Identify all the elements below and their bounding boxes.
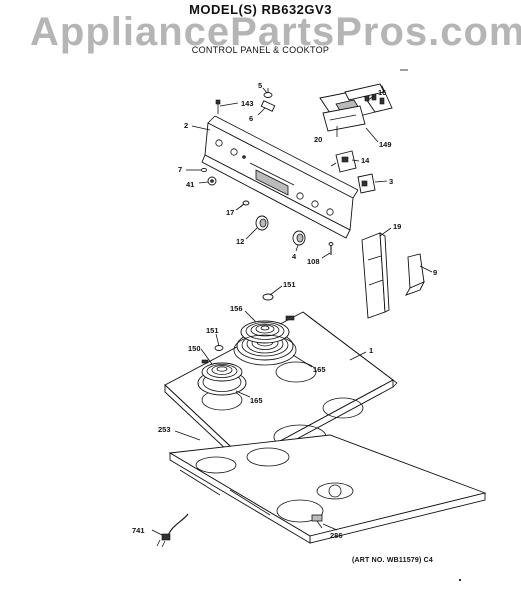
- callout-253: 253: [158, 425, 171, 434]
- insert-7: [201, 167, 207, 173]
- edge-marks: [400, 69, 462, 582]
- surface-unit-150: [197, 359, 247, 396]
- knob-12: [255, 215, 269, 231]
- callout-20: 20: [314, 135, 322, 144]
- bracket-9: [405, 253, 425, 296]
- burner-box-253: [168, 434, 487, 544]
- callout-149: 149: [379, 140, 392, 149]
- section-title: CONTROL PANEL & COOKTOP: [191, 45, 330, 55]
- callout-labels: 143 5 6 2 7 41 17 12 4 108 16 20 149 14 …: [132, 81, 437, 540]
- clip-108: [328, 242, 334, 255]
- callout-156: 156: [230, 304, 243, 313]
- callout-150: 150: [188, 344, 201, 353]
- screw-143: [215, 99, 221, 114]
- clip-6: [260, 100, 276, 112]
- callout-16: 16: [378, 88, 386, 97]
- model-title: MODEL(S) RB632GV3: [189, 2, 332, 17]
- callout-3: 3: [389, 177, 393, 186]
- switch-3: [357, 173, 376, 194]
- callout-14: 14: [361, 156, 370, 165]
- spacer-5: [263, 88, 273, 98]
- callout-7: 7: [178, 165, 182, 174]
- callout-165-left: 165: [250, 396, 263, 405]
- end-bracket-19: [361, 232, 390, 319]
- callout-41: 41: [186, 180, 194, 189]
- callout-151-lower: 151: [206, 326, 219, 335]
- callout-1: 1: [369, 346, 373, 355]
- callout-2: 2: [184, 121, 188, 130]
- callout-151-upper: 151: [283, 280, 296, 289]
- callout-4: 4: [292, 252, 297, 261]
- callout-741: 741: [132, 526, 145, 535]
- surface-unit-156: [236, 315, 295, 361]
- callout-19: 19: [393, 222, 401, 231]
- infinite-switch-14: [330, 150, 357, 173]
- power-cord-741: [156, 513, 189, 548]
- callout-6: 6: [249, 114, 253, 123]
- callout-17: 17: [226, 208, 234, 217]
- receptacle-151-a: [262, 293, 274, 301]
- callout-9: 9: [433, 268, 437, 277]
- terminal-block-286: [311, 514, 323, 529]
- callout-286: 286: [330, 531, 343, 540]
- callout-143: 143: [241, 99, 254, 108]
- receptacle-151-b: [214, 345, 224, 351]
- knob-4: [292, 230, 306, 246]
- art-number: (ART NO. WB11579) C4: [352, 557, 434, 564]
- callout-108: 108: [307, 257, 320, 266]
- electronic-control-board: [319, 83, 393, 132]
- knob-41: [207, 176, 217, 186]
- callout-12: 12: [236, 237, 244, 246]
- drip-bowl-165-large: [233, 334, 297, 366]
- callout-165-right: 165: [313, 365, 326, 374]
- control-panel-backsplash: [201, 115, 359, 239]
- leader-lines: [151, 87, 433, 536]
- callout-5: 5: [258, 81, 262, 90]
